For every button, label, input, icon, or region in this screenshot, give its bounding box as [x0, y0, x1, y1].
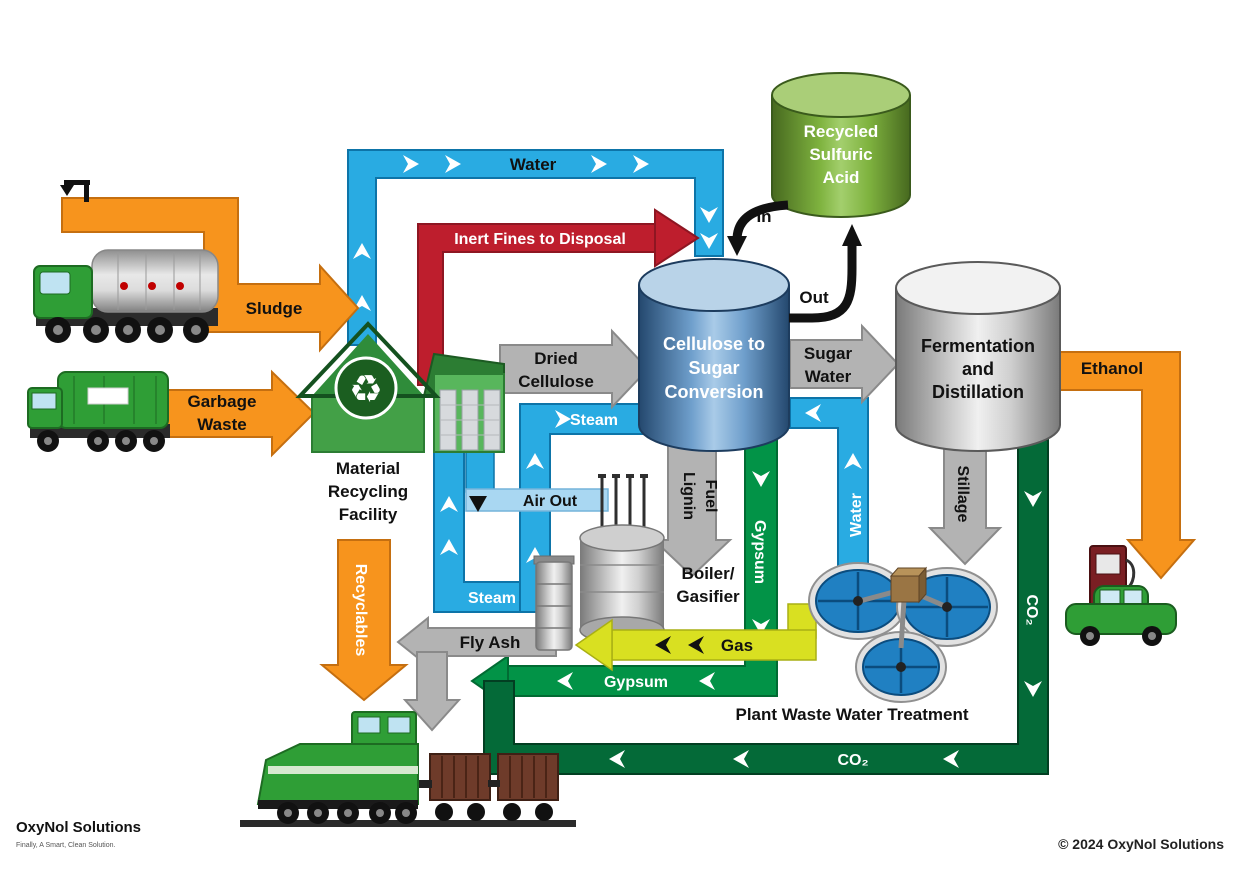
- sugar-water-label-line2: Water: [805, 367, 852, 386]
- garbage-truck-wheels: [37, 430, 165, 452]
- freight-car: [497, 753, 559, 821]
- boiler-gasifier: [533, 474, 665, 651]
- steam-lower-label: Steam: [468, 590, 516, 607]
- acid-in-label: In: [756, 207, 771, 226]
- recyclables-arrow: [319, 539, 409, 702]
- cellulose-tank-label-line2: Sugar: [688, 358, 739, 378]
- dried-cellulose-label-line2: Cellulose: [518, 372, 594, 391]
- stillage-label: Stillage: [954, 466, 971, 523]
- discharge-pipe-icon: [60, 180, 90, 202]
- copyright-text: © 2024 OxyNol Solutions: [1058, 836, 1224, 852]
- gypsum-horizontal-label: Gypsum: [604, 674, 668, 691]
- water-recycle-label: Water: [848, 493, 865, 537]
- sulfuric-tank-label-line1: Recycled: [804, 122, 879, 141]
- boiler-label-line2: Gasifier: [676, 587, 740, 606]
- garbage-waste-arrow: [164, 369, 316, 458]
- co2-vertical-label: CO₂: [1023, 594, 1040, 625]
- fermentation-tank-label-line1: Fermentation: [921, 336, 1035, 356]
- labels: Water Inert Fines to Disposal Sludge Gar…: [16, 122, 1224, 852]
- air-out-line: [465, 488, 609, 512]
- recycle-icon: ♻: [349, 369, 383, 411]
- pwwt-clarifiers: [808, 562, 998, 703]
- co2-horizontal-label: CO₂: [837, 752, 868, 769]
- sludge-truck-wheels: [45, 317, 209, 343]
- garbage-label-line1: Garbage: [188, 392, 257, 411]
- pwwt-label: Plant Waste Water Treatment: [735, 705, 968, 724]
- gypsum-vertical-label: Gypsum: [751, 520, 768, 584]
- fermentation-tank-label-line3: Distillation: [932, 382, 1024, 402]
- acid-out-label: Out: [799, 288, 829, 307]
- mrf-building: ♻: [295, 321, 505, 453]
- cellulose-tank-label-line3: Conversion: [664, 382, 763, 402]
- recyclables-label: Recyclables: [352, 564, 369, 657]
- stillage-arrow: [927, 444, 1003, 566]
- sulfuric-acid-tank: [771, 72, 911, 218]
- digester-cube: [889, 566, 928, 604]
- lignin-fuel-label-line2: Fuel: [702, 480, 719, 513]
- sugar-water-label-line1: Sugar: [804, 344, 853, 363]
- water-top-pipe: [347, 149, 724, 346]
- freight-car: [429, 753, 491, 821]
- locomotive: [256, 711, 419, 824]
- cellulose-tank-label-line1: Cellulose to: [663, 334, 765, 354]
- co2-pipes: [483, 439, 1049, 775]
- truck-side-placard: [87, 387, 129, 405]
- sulfuric-tank-label-line3: Acid: [823, 168, 860, 187]
- garbage-truck: [27, 371, 170, 452]
- mrf-label-line3: Facility: [339, 505, 398, 524]
- sugar-water-arrow: [789, 323, 900, 405]
- fuel-station-car: [1065, 545, 1177, 646]
- boiler-label-line1: Boiler/: [682, 564, 735, 583]
- steam-upper-label: Steam: [570, 412, 618, 429]
- ethanol-arrow: [1059, 351, 1197, 580]
- company-tagline: Finally, A Smart, Clean Solution.: [16, 842, 116, 849]
- air-out-label: Air Out: [523, 493, 578, 510]
- garbage-label-line2: Waste: [197, 415, 246, 434]
- acid-out-arrow: [789, 224, 862, 323]
- air-out-down-arrow-icon: [469, 496, 487, 512]
- recycle-badge: [334, 356, 398, 420]
- fermentation-tank: [895, 261, 1061, 452]
- car: [1065, 585, 1177, 646]
- train: [240, 711, 576, 827]
- sulfuric-tank-label-line2: Sulfuric: [809, 145, 872, 164]
- dried-cellulose-label-line1: Dried: [534, 349, 577, 368]
- mrf-label-line1: Material: [336, 459, 400, 478]
- sludge-truck: [33, 249, 219, 343]
- mrf-roller-doors: [439, 389, 501, 451]
- ethanol-label: Ethanol: [1081, 359, 1143, 378]
- cellulose-tank: [638, 258, 790, 452]
- dried-cellulose-arrow: [499, 328, 650, 410]
- company-logo-text: OxyNol Solutions: [16, 819, 141, 836]
- inert-fines-label: Inert Fines to Disposal: [454, 231, 626, 248]
- water-top-label: Water: [510, 155, 557, 174]
- fly-ash-label: Fly Ash: [460, 633, 521, 652]
- lignin-fuel-arrow: [651, 444, 733, 578]
- gas-label: Gas: [721, 636, 753, 655]
- mrf-label-line2: Recycling: [328, 482, 408, 501]
- lignin-fuel-label-line1: Lignin: [680, 472, 697, 520]
- gas-arrow: [574, 603, 817, 672]
- acid-in-arrow: [727, 200, 789, 256]
- fly-ash-arrows: [396, 615, 557, 732]
- fermentation-tank-label-line2: and: [962, 359, 994, 379]
- sludge-label: Sludge: [246, 299, 303, 318]
